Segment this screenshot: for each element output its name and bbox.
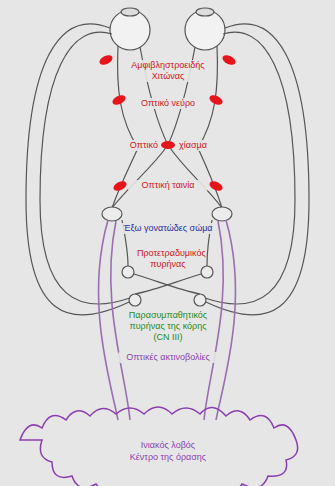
lesion-marker <box>161 141 175 149</box>
pupillary-fibre <box>205 32 295 304</box>
pretectal-nucleus <box>122 266 134 278</box>
lesion-marker <box>111 93 127 106</box>
lesion-marker <box>208 179 224 192</box>
structure-label: Αμφιβληστροειδής Χιτώνας <box>127 60 209 82</box>
optic-radiation <box>216 220 235 420</box>
region-label: Ινιακός λοβός <box>120 440 216 451</box>
pupillary-fibre <box>26 24 129 315</box>
occipital-cortex <box>20 407 298 486</box>
lgn <box>212 207 232 221</box>
ew-nucleus <box>194 294 206 306</box>
structure-label: Προτετραδυμικός πυρήνας <box>135 248 201 270</box>
lesion-marker <box>221 53 237 66</box>
crossing-fibre <box>134 274 200 294</box>
optic-radiation <box>99 220 118 420</box>
lesion-marker <box>98 53 114 66</box>
structure-label: Παρασυμπαθητικός πυρήνας της κόρης (CN I… <box>122 310 214 342</box>
structure-label: χίασμα <box>177 140 233 151</box>
crossing-fibre <box>135 274 201 294</box>
pretectal-nucleus <box>201 266 213 278</box>
structure-label: Οπτικές ακτινοβολίες <box>118 352 218 363</box>
lesion-marker <box>208 93 224 106</box>
structure-label: Οπτικό νεύρο <box>130 98 206 109</box>
structure-label: Οπτική ταινία <box>128 180 208 191</box>
structure-label: Οπτικό <box>104 140 160 151</box>
left-lens <box>121 8 139 16</box>
region-label: Κέντρο της όρασης <box>110 452 226 463</box>
pupillary-fibre <box>206 24 309 315</box>
structure-label: Έξω γονατώδες σώμα <box>120 223 216 234</box>
right-lens <box>196 8 214 16</box>
lgn <box>102 207 122 221</box>
ew-nucleus <box>129 294 141 306</box>
lesion-marker <box>112 179 128 192</box>
pupillary-fibre <box>40 32 130 304</box>
